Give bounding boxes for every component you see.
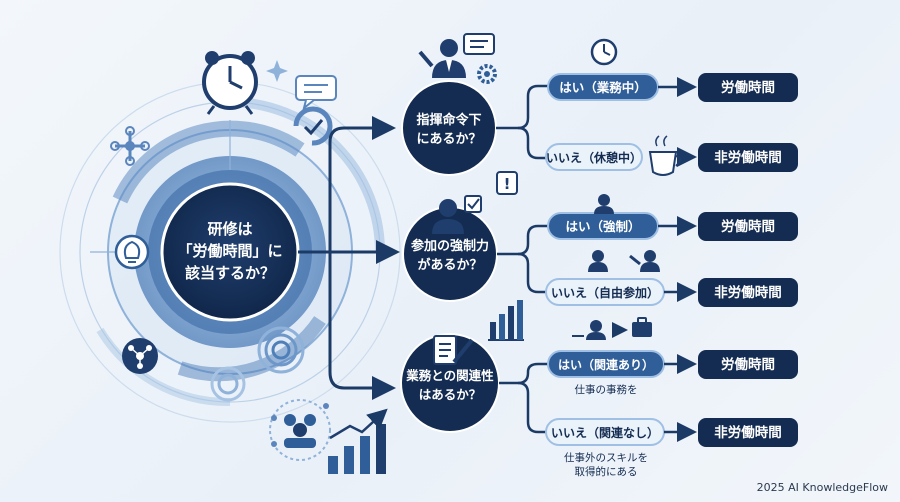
center-line-2: 「労働時間」に [177,242,282,260]
no-note-3-line-2: 取得的にある [575,465,638,478]
result-box-1: 労働時間 [698,73,798,102]
answer-no-2: いいえ（自由参加） [545,278,665,306]
briefcase-icon [632,317,652,337]
result-4: 非労働時間 [714,284,782,301]
result-box-4: 非労働時間 [698,278,798,307]
main-connectors [298,116,400,400]
yes-note-3: 仕事の事務を [575,383,638,396]
result-arrows [658,77,697,442]
answer-yes-1: はい（業務中） [547,73,659,101]
yes-label-1: はい（業務中） [559,80,647,95]
result-6: 非労働時間 [714,424,782,441]
sparkle-icon [266,60,288,82]
result-box-2: 非労働時間 [698,143,798,172]
result-box-6: 非労働時間 [698,418,798,447]
result-box-5: 労働時間 [698,350,798,379]
no-note-3-line-1: 仕事外のスキルを [564,451,648,464]
molecule-icon [122,338,158,374]
manager-icon [418,39,466,78]
center-line-1: 研修は [207,220,252,238]
q2-line-1: 参加の強制力 [411,238,489,254]
discussion-icon [588,250,660,272]
lightbulb-icon [114,234,150,270]
clock-icon [590,38,618,66]
alarm-clock-icon [202,51,258,115]
answer-yes-2: はい（強制） [547,212,659,240]
answer-no-3: いいえ（関連なし） [545,418,665,446]
question-node-3: 業務との関連性 はあるか？ [400,333,500,433]
growth-chart-icon [328,408,388,474]
network-icon [110,126,150,166]
chat-bubble-icon [295,75,337,111]
spiral-icon [210,326,305,402]
answer-yes-3: はい（関連あり） [547,350,665,378]
q1-line-2: にあるか？ [416,132,481,147]
no-label-1: いいえ（休憩中） [546,150,642,165]
result-box-3: 労働時間 [698,212,798,241]
question-node-1: 指揮命令下 にあるか？ [401,80,497,176]
bar-chart-icon [488,300,524,341]
person-question-icon: ! [432,171,518,234]
result-5: 労働時間 [721,356,775,373]
document-pen-icon [433,335,474,365]
gear-icon [477,64,497,84]
q2-line-2: があるか？ [417,257,482,273]
q3-line-1: 業務との関連性 [405,368,494,383]
team-icon [269,399,331,461]
yes-label-2: はい（強制） [565,219,640,234]
answer-no-1: いいえ（休憩中） [545,143,643,171]
businessman-icon [594,194,614,214]
footer-credit: 2025 AI KnowledgeFlow [756,481,888,494]
coffee-cup-icon [648,135,681,176]
center-question-node: 研修は 「労働時間」に 該当するか？ [160,182,300,322]
svg-text:!: ! [504,175,511,193]
no-label-3: いいえ（関連なし） [551,425,659,440]
center-line-3: 該当するか？ [185,264,275,282]
yes-label-3: はい（関連あり） [558,357,654,372]
q1-line-1: 指揮命令下 [416,112,481,128]
speech-bubble-icon [463,33,495,55]
result-3: 労働時間 [721,218,775,235]
check-gauge-icon [293,106,333,146]
result-1: 労働時間 [721,79,775,96]
q3-line-2: はあるか？ [419,387,482,402]
branch-connectors [496,84,548,434]
no-label-2: いいえ（自由参加） [551,285,659,300]
worker-to-briefcase-icon [572,320,628,340]
question-node-2: 参加の強制力 があるか？ [402,206,498,302]
result-2: 非労働時間 [714,149,782,166]
